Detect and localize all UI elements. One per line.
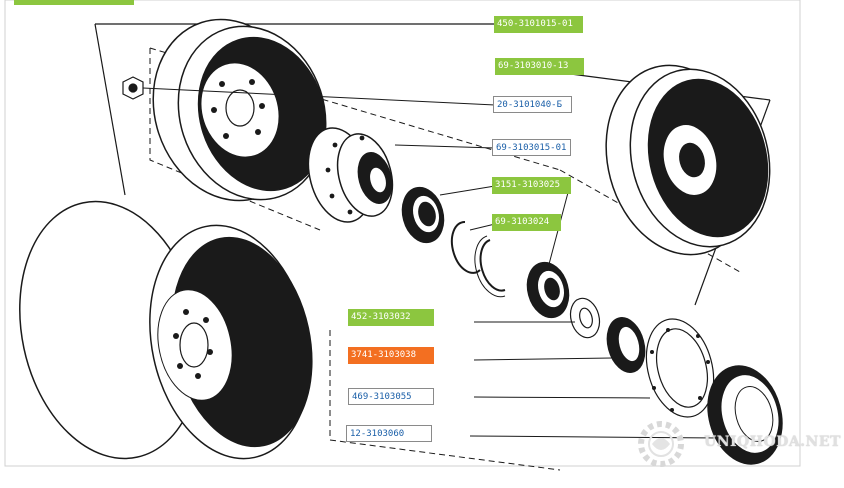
part-label-69-3103015-01[interactable]: 69-3103015-01 — [492, 139, 571, 156]
watermark-text: UNIQHODA.NET — [704, 434, 841, 450]
part-label-469-3103055[interactable]: 469-3103055 — [348, 388, 434, 405]
gear-logo-icon — [638, 421, 684, 467]
upper-rim — [152, 18, 327, 202]
hub-cap — [707, 365, 783, 465]
oil-seal — [606, 317, 646, 373]
hub-gasket — [645, 318, 715, 418]
part-label-69-3103010-13[interactable]: 69-3103010-13 — [495, 58, 584, 75]
part-label-12-3103060[interactable]: 12-3103060 — [346, 425, 432, 442]
part-label-20-3101040-b[interactable]: 20-3101040-Б — [493, 96, 572, 113]
part-label-3741-3103038[interactable]: 3741-3103038 — [348, 347, 434, 364]
top-color-strip — [14, 0, 134, 5]
bearing-outer — [401, 186, 445, 244]
part-label-452-3103032[interactable]: 452-3103032 — [348, 309, 434, 326]
lock-washer — [569, 297, 601, 339]
part-label-69-3103024[interactable]: 69-3103024 — [492, 214, 561, 231]
right-rim — [605, 64, 771, 256]
lower-rim — [19, 200, 313, 460]
part-label-3151-3103025[interactable]: 3151-3103025 — [492, 177, 571, 194]
wheel-hub — [307, 127, 394, 223]
wheel-nut — [122, 76, 144, 100]
bearing-inner — [526, 261, 570, 319]
snap-rings — [450, 220, 506, 298]
part-label-450-3101015-01[interactable]: 450-3101015-01 — [494, 16, 583, 33]
